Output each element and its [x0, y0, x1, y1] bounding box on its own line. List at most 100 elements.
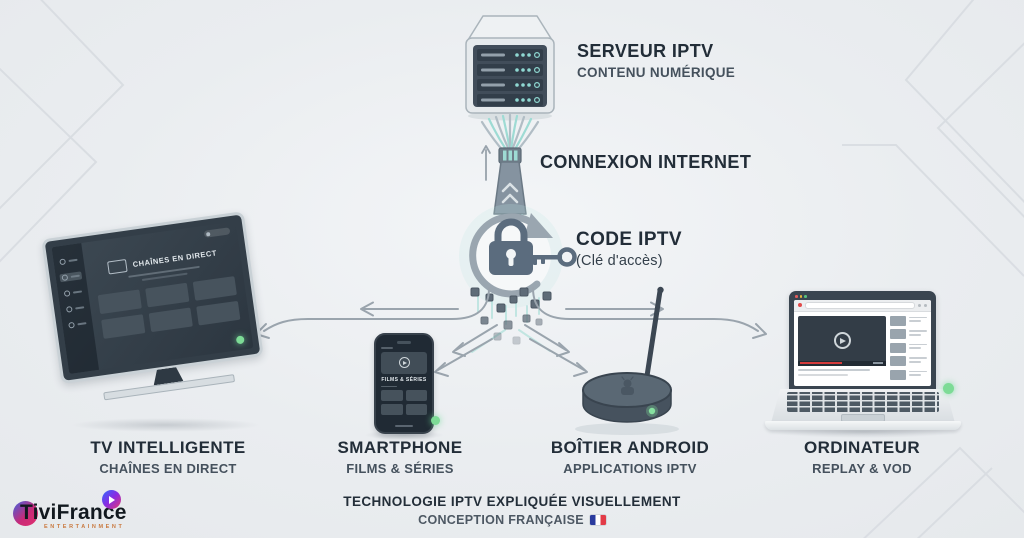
browser-url-bar: [805, 301, 915, 309]
server-label-group: SERVEUR IPTV CONTENU NUMÉRIQUE: [577, 41, 735, 80]
play-icon: [398, 357, 410, 368]
video-suggestions: [890, 315, 927, 380]
computer-title: ORDINATEUR: [803, 438, 921, 457]
key-icon: [528, 247, 577, 267]
box-shadow: [575, 423, 679, 435]
footer-title: TECHNOLOGIE IPTV EXPLIQUÉE VISUELLEMENT: [343, 494, 681, 509]
video-title-line: [798, 368, 870, 371]
laptop-lip: [765, 421, 961, 430]
footer-subtitle: CONCEPTION FRANÇAISE: [418, 513, 584, 527]
access-label-group: CODE IPTV (Clé d'accès): [576, 229, 682, 269]
brand-logo: TiviFrance ENTERTAINMENT: [13, 490, 134, 536]
distribution-lines: [255, 287, 767, 377]
arrowhead-left: [360, 301, 374, 317]
arrowhead-laptop: [752, 323, 767, 339]
logo-name: TiviFrance: [20, 501, 127, 524]
tv-account-chip: [203, 227, 231, 238]
smartphone-label-group: SMARTPHONE FILMS & SÉRIES: [290, 438, 510, 476]
tv-menu-item: [66, 319, 89, 330]
phone-speaker: [397, 341, 411, 344]
branch-to-laptop: [532, 287, 759, 332]
arrow-to-phone-2: [437, 338, 493, 371]
box-status-led: [648, 407, 656, 415]
server-subtitle: CONTENU NUMÉRIQUE: [577, 65, 736, 80]
padlock-icon: [489, 218, 533, 275]
android-box-icon: [582, 286, 672, 423]
arrowhead-box-2: [573, 362, 588, 377]
video-subtitle-line: [798, 374, 848, 376]
access-title: CODE IPTV: [576, 229, 683, 250]
tv-frame: CHAÎNES EN DIRECT: [41, 211, 264, 385]
tv-main-panel: CHAÎNES EN DIRECT: [81, 221, 253, 369]
footer: TECHNOLOGIE IPTV EXPLIQUÉE VISUELLEMENT …: [0, 494, 1024, 527]
arrowhead-phone-2: [434, 362, 449, 377]
upload-arrow-icon: [481, 145, 491, 181]
phone-tile-grid: [381, 390, 427, 415]
smart-tv-icon: CHAÎNES EN DIRECT: [41, 210, 274, 406]
phone-shadow: [364, 430, 444, 440]
logo-tagline: ENTERTAINMENT: [44, 524, 125, 530]
logo-play-icon: [102, 490, 121, 509]
phone-status-dot: [431, 416, 440, 425]
tv-tile-grid: [97, 275, 241, 339]
tv-menu-item: [64, 303, 87, 314]
french-flag-icon: [589, 515, 606, 525]
laptop-keyboard: [787, 392, 939, 412]
android-box-subtitle: APPLICATIONS IPTV: [563, 461, 697, 476]
computer-label-group: ORDINATEUR REPLAY & VOD: [752, 438, 972, 476]
browser-record-dot: [798, 303, 802, 307]
antenna: [644, 288, 663, 379]
connection-title: CONNEXION INTERNET: [540, 152, 752, 172]
tv-title: TV INTELLIGENTE: [90, 438, 246, 457]
android-box-label-group: BOÎTIER ANDROID APPLICATIONS IPTV: [520, 438, 740, 476]
browser-menu-dot: [924, 303, 927, 307]
smartphone-title: SMARTPHONE: [337, 438, 463, 457]
tv-menu-item: [57, 255, 80, 266]
footer-subtitle-row: CONCEPTION FRANÇAISE: [0, 513, 1024, 527]
browser-menu-dot: [918, 303, 921, 307]
tv-outline-icon: [107, 258, 128, 275]
android-logo-icon: [621, 376, 634, 395]
smartphone-icon: FILMS & SÉRIES: [374, 333, 434, 434]
branch-to-tv: [263, 287, 490, 332]
tv-screen-title: CHAÎNES EN DIRECT: [132, 248, 218, 270]
video-player: [798, 315, 886, 366]
phone-text-line: [381, 346, 393, 349]
tv-status-dot: [235, 335, 245, 345]
browser-toolbar: [794, 299, 931, 312]
logo-circle-icon: [13, 501, 38, 526]
connection-label-group: CONNEXION INTERNET: [540, 152, 751, 173]
access-subtitle: (Clé d'accès): [576, 253, 663, 269]
smartphone-subtitle: FILMS & SÉRIES: [346, 461, 454, 476]
phone-text-line: [381, 385, 397, 387]
secure-access-icon: [469, 213, 577, 298]
laptop-camera-dots: [795, 295, 931, 298]
laptop-icon: [789, 291, 936, 389]
play-icon: [833, 332, 851, 349]
tv-screen: CHAÎNES EN DIRECT: [51, 221, 254, 374]
arrow-to-phone-1: [455, 324, 498, 351]
server-title: SERVEUR IPTV: [577, 41, 714, 61]
tv-shadow: [70, 418, 260, 432]
tv-subtitle: CHAÎNES EN DIRECT: [99, 461, 237, 476]
tv-menu-item-active: [59, 271, 83, 283]
video-progress-bar: [798, 360, 886, 366]
browser-window: [794, 299, 931, 386]
arrowhead-box-1: [556, 342, 570, 357]
data-bits: [470, 287, 552, 345]
arrow-to-box-1: [524, 324, 567, 351]
tv-label-group: TV INTELLIGENTE CHAÎNES EN DIRECT: [58, 438, 278, 476]
arrowhead-phone-1: [452, 342, 466, 357]
computer-subtitle: REPLAY & VOD: [812, 461, 912, 476]
phone-screen-label: FILMS & SÉRIES: [381, 376, 427, 383]
fiber-cable-icon: [480, 113, 540, 215]
arrow-to-box-2: [529, 338, 585, 371]
android-box-title: BOÎTIER ANDROID: [550, 438, 710, 457]
server-rack-icon: [465, 15, 555, 114]
phone-home-bar: [395, 424, 413, 427]
laptop-base: [771, 389, 955, 423]
phone-video-tile: [381, 351, 427, 374]
